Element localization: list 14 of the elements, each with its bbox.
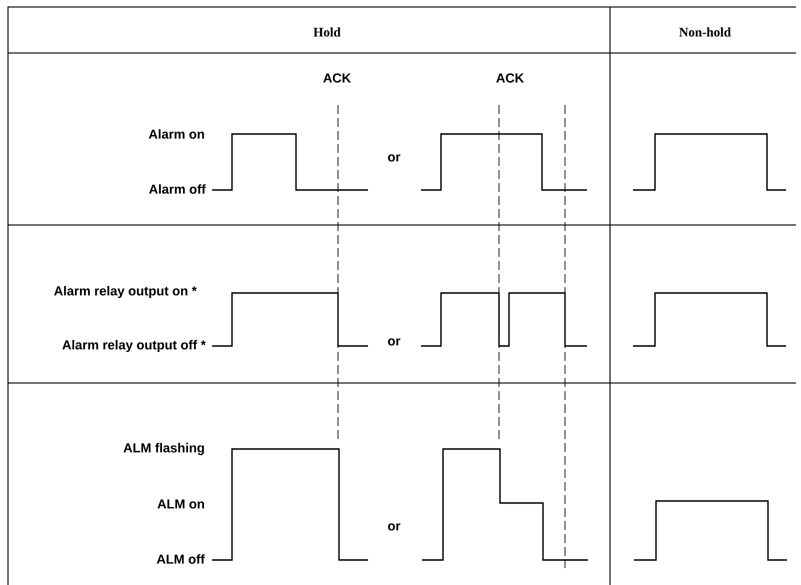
column-header: Hold [314, 27, 341, 37]
ack-label: ACK [496, 73, 524, 83]
ack-label: ACK [323, 73, 351, 83]
signal-label: Alarm off [149, 184, 206, 194]
signal-label: ALM flashing [124, 442, 204, 456]
column-header: Non-hold [679, 27, 731, 37]
or-label: or [388, 523, 400, 531]
signal-label: Alarm on [148, 129, 204, 139]
or-label: or [388, 338, 400, 346]
signal-label: ALM on [157, 499, 204, 509]
signal-label: Alarm relay output on * [54, 286, 197, 298]
signal-label: Alarm relay output off * [62, 340, 206, 352]
or-label: or [388, 154, 400, 162]
signal-label: ALM off [156, 554, 205, 564]
